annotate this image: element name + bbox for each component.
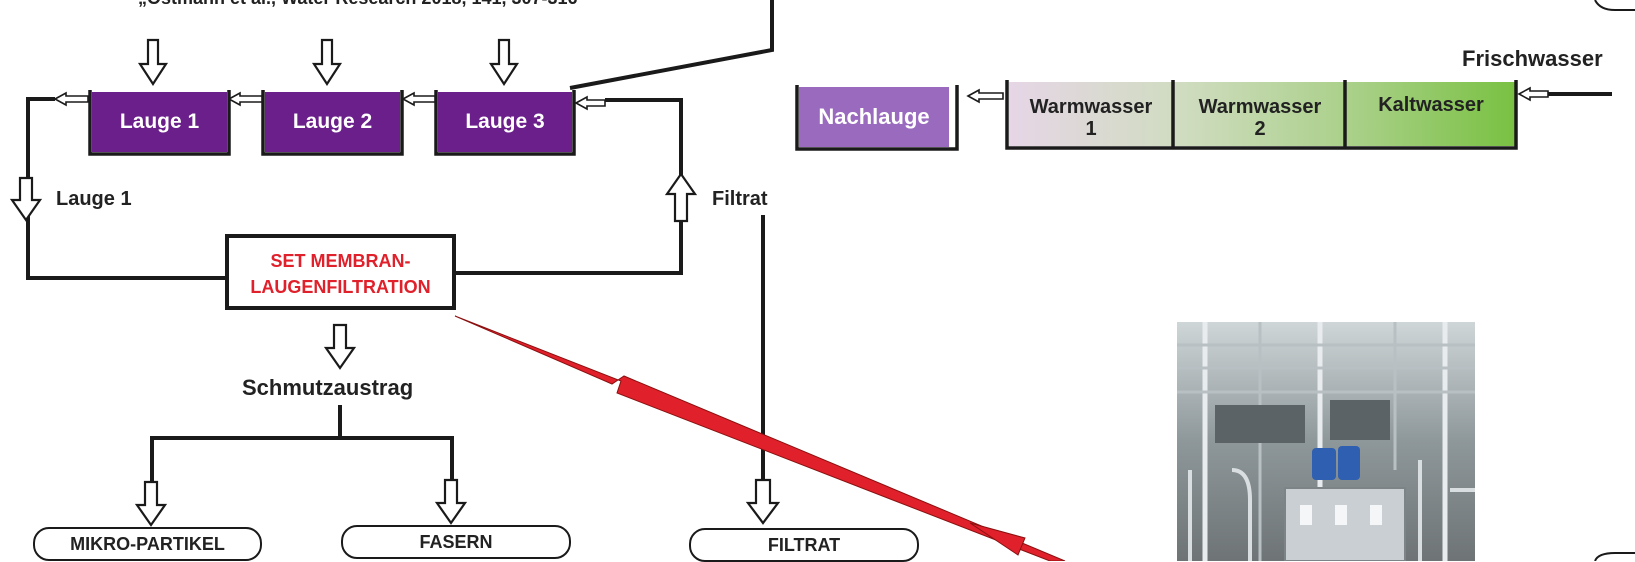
counterflow-arrows xyxy=(53,91,606,111)
red-pointer xyxy=(454,315,1066,561)
nachlauge-tank xyxy=(795,85,959,151)
fasern-output: FASERN xyxy=(341,525,571,559)
lye-tank-3 xyxy=(434,90,576,156)
mikro-down-arrow xyxy=(134,480,168,527)
lauge-out-arrow xyxy=(9,176,43,222)
membrane-down-arrow xyxy=(323,323,357,370)
plant-photo xyxy=(1177,322,1475,561)
membrane-box xyxy=(225,234,456,310)
mikro-partikel-output: MIKRO-PARTIKEL xyxy=(33,527,262,561)
warmwasser-1-line1: Warmwasser xyxy=(1029,96,1153,118)
schmutz-tree-right xyxy=(340,436,454,482)
top-connector-line xyxy=(569,0,774,90)
filtrat-in-label: Filtrat xyxy=(712,188,768,210)
warmwasser-2-line1: Warmwasser xyxy=(1198,96,1322,118)
membrane-title-line1: SET MEMBRAN- xyxy=(270,251,411,271)
membrane-title: SET MEMBRAN- LAUGENFILTRATION xyxy=(229,248,452,300)
warmwasser-1-label: Warmwasser 1 xyxy=(1009,96,1173,140)
lye-tank-2 xyxy=(261,90,404,156)
filtrat-output: FILTRAT xyxy=(689,528,919,562)
filtrat-down-arrow xyxy=(745,478,781,525)
warmwasser-2-line2: 2 xyxy=(1254,118,1266,140)
nachlauge-label: Nachlauge xyxy=(818,104,930,129)
corner-fragment-top xyxy=(1594,0,1635,11)
schmutzaustrag-label: Schmutzaustrag xyxy=(242,375,414,400)
lye-tank-1-label: Lauge 1 xyxy=(119,110,200,133)
lauge-out-label: Lauge 1 xyxy=(56,188,132,210)
warmwasser-1-line2: 1 xyxy=(1085,118,1097,140)
lye-tank-3-label: Lauge 3 xyxy=(465,110,545,133)
wash-trough xyxy=(1005,80,1518,150)
frischwasser-label: Frischwasser xyxy=(1462,46,1603,71)
kaltwasser-label: Kaltwasser xyxy=(1378,94,1484,116)
corner-fragment-bottom xyxy=(1594,552,1635,561)
red-pointer-head xyxy=(969,522,1026,556)
schmutz-tree xyxy=(150,405,342,482)
membrane-title-line2: LAUGENFILTRATION xyxy=(250,277,431,297)
input-arrows xyxy=(137,38,520,87)
fasern-down-arrow xyxy=(434,478,468,525)
wash-arrows xyxy=(966,86,1549,104)
reference-text: „Ostmann et al., Water Research 2018, 14… xyxy=(138,0,578,9)
warmwasser-2-label: Warmwasser 2 xyxy=(1175,96,1345,140)
lye-tank-1 xyxy=(88,90,231,156)
filtrat-up-arrow xyxy=(664,172,698,223)
lye-tank-2-label: Lauge 2 xyxy=(292,110,373,133)
